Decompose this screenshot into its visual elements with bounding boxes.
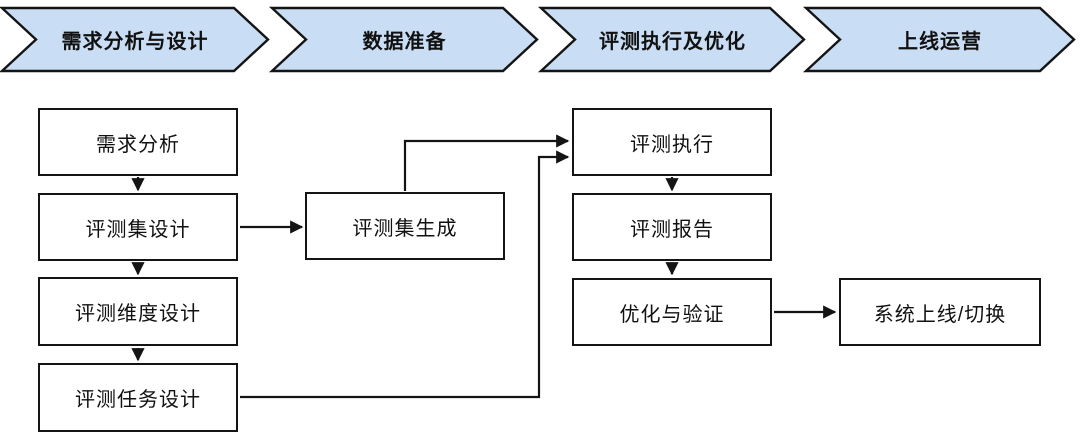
node-optimization-validation: 优化与验证: [572, 278, 772, 346]
node-requirement-analysis: 需求分析: [38, 108, 238, 176]
node-eval-execution: 评测执行: [572, 108, 772, 176]
node-eval-report: 评测报告: [572, 193, 772, 261]
node-system-launch-switch: 系统上线/切换: [839, 278, 1041, 346]
phase-label-data-preparation: 数据准备: [362, 31, 447, 53]
phase-chevron-1: [0, 6, 270, 73]
phase-label-launch-operation: 上线运营: [898, 31, 982, 53]
phase-chevron-4: [802, 6, 1076, 73]
phase-label-evaluation-optimization: 评测执行及优化: [599, 31, 746, 53]
phase-chevron-2: [268, 6, 539, 73]
node-eval-task-design: 评测任务设计: [38, 363, 238, 432]
node-eval-set-design: 评测集设计: [38, 193, 238, 261]
node-eval-set-generation: 评测集生成: [305, 192, 505, 260]
node-eval-dimension-design: 评测维度设计: [38, 277, 238, 346]
arrow-task-to-execution: [240, 150, 570, 399]
phase-chevron-3: [537, 6, 806, 73]
arrow-generation-to-execution: [403, 134, 570, 191]
phase-label-requirements-design: 需求分析与设计: [61, 31, 209, 53]
